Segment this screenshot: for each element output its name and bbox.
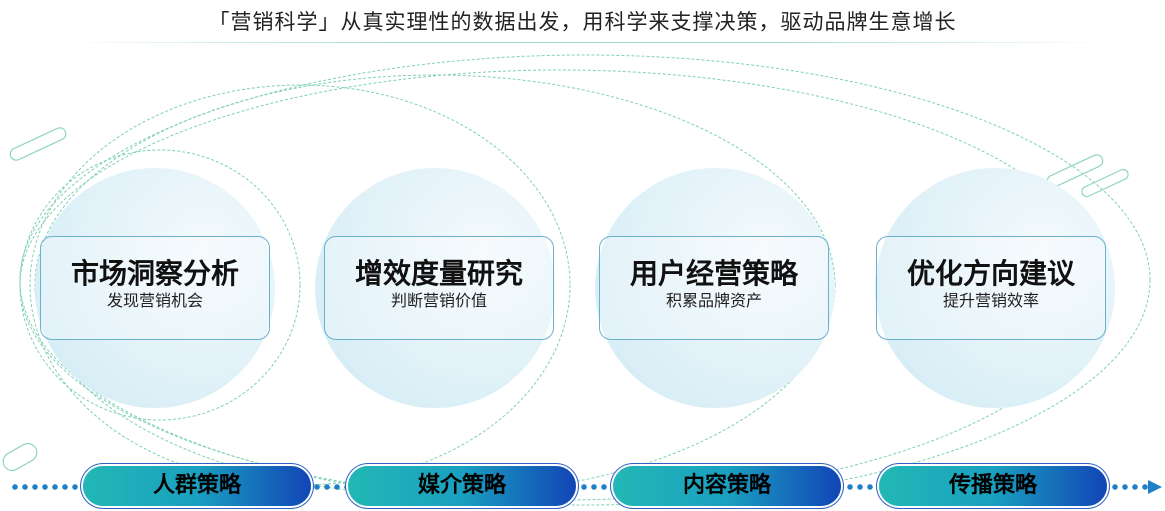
module-heading: 市场洞察分析 <box>70 257 239 290</box>
module-card-optimization: 优化方向建议提升营销效率 <box>876 236 1106 340</box>
module-circle-4 <box>875 168 1115 408</box>
strategy-pill-audience: 人群策略 <box>83 466 311 506</box>
strategy-pill-distribution: 传播策略 <box>879 466 1107 506</box>
timeline-dots <box>845 484 877 490</box>
module-subtitle: 积累品牌资产 <box>665 291 762 310</box>
page-title: 「营销科学」从真实理性的数据出发，用科学来支撑决策，驱动品牌生意增长 <box>208 10 957 34</box>
timeline-dots <box>1110 484 1148 490</box>
module-subtitle: 发现营销机会 <box>106 291 203 310</box>
module-card-user-operations: 用户经营策略积累品牌资产 <box>599 236 829 340</box>
module-circle-1 <box>35 168 275 408</box>
module-heading: 增效度量研究 <box>354 257 523 290</box>
timeline-dots <box>579 484 611 490</box>
strategy-pill-content: 内容策略 <box>613 466 841 506</box>
module-heading: 用户经营策略 <box>629 257 798 290</box>
module-subtitle: 提升营销效率 <box>942 291 1039 310</box>
title-divider <box>60 42 1110 43</box>
module-card-effectiveness: 增效度量研究判断营销价值 <box>324 236 554 340</box>
module-card-market-insight: 市场洞察分析发现营销机会 <box>40 236 270 340</box>
module-circle-2 <box>315 168 555 408</box>
timeline-arrow-icon <box>1148 480 1162 494</box>
strategy-pill-media: 媒介策略 <box>348 466 576 506</box>
module-heading: 优化方向建议 <box>906 257 1075 290</box>
timeline-dots <box>10 484 85 490</box>
timeline-dots <box>312 484 348 490</box>
module-circle-3 <box>595 168 835 408</box>
module-subtitle: 判断营销价值 <box>390 291 487 310</box>
